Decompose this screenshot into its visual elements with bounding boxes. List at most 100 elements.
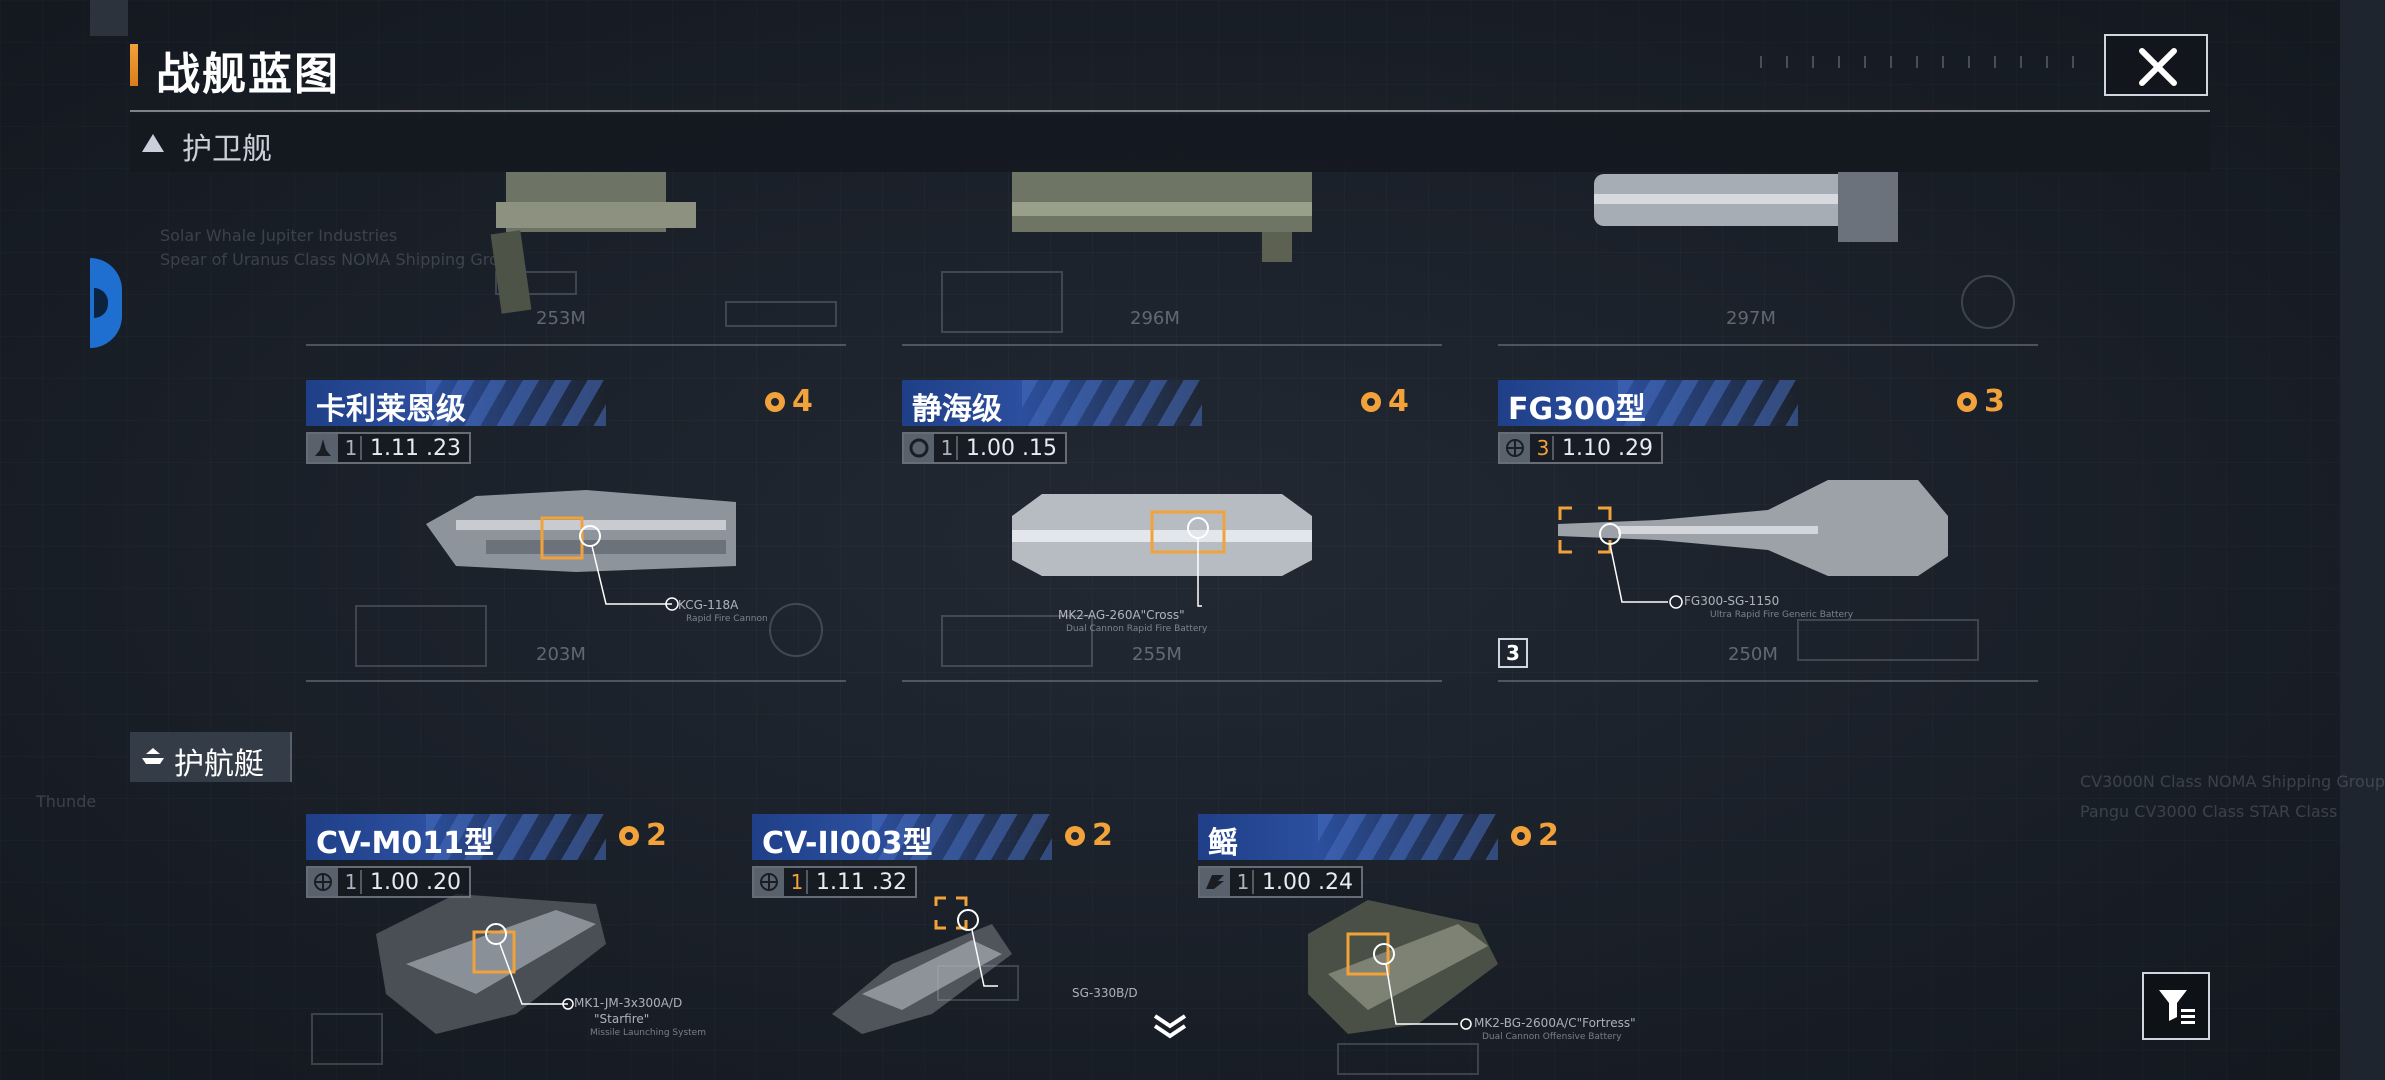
ship-length: 296M xyxy=(1130,308,1180,329)
ship-blueprint xyxy=(1498,480,2038,682)
ship-version: 1.00 .24 xyxy=(1262,869,1353,895)
weapon-description: Dual Cannon Rapid Fire Battery xyxy=(1066,624,1208,634)
ship-blueprint xyxy=(311,894,606,1065)
weapon-name: MK1-JM-3x300A/D xyxy=(574,996,683,1010)
close-button[interactable] xyxy=(2104,34,2208,96)
ship-length: 203M xyxy=(536,644,586,665)
ship-tier: 1 xyxy=(1234,870,1254,894)
ship-card[interactable]: FG300型 3 3 1.10 .29 FG300-SG-1150 Ultra … xyxy=(1498,380,2038,686)
cost-gear-icon xyxy=(1065,826,1085,846)
corner-block xyxy=(90,0,128,36)
ghost-caption: Thunde xyxy=(36,792,97,811)
ship-blueprint xyxy=(306,172,846,346)
ship-name: CV-II003型 xyxy=(762,826,933,861)
ship-tier: 1 xyxy=(342,436,362,460)
globe-icon xyxy=(754,868,784,896)
ship-length: 255M xyxy=(1132,644,1182,665)
ship-cost: 3 xyxy=(1954,384,2005,419)
section-label: 护卫舰 xyxy=(182,132,272,167)
faction-emblem-icon xyxy=(904,434,934,462)
ship-cost: 2 xyxy=(616,818,667,853)
section-header-corvette[interactable]: 护航艇 xyxy=(130,732,292,782)
weapon-description: Rapid Fire Cannon xyxy=(686,614,768,624)
ship-name: 卡利莱恩级 xyxy=(316,392,466,427)
title-accent-bar xyxy=(130,44,138,86)
cost-gear-icon xyxy=(765,392,785,412)
ship-stats: 3 1.10 .29 xyxy=(1498,432,1663,464)
ship-card[interactable]: 鳐 2 1 1.00 .24 MK2-BG-2600A/C"Fortress" … xyxy=(1198,814,1636,1080)
ship-name-bar xyxy=(752,814,1052,860)
header-divider xyxy=(130,110,2210,112)
ship-name-bar xyxy=(902,380,1202,426)
ship-cost: 2 xyxy=(1062,818,1113,853)
weapon-description: Dual Cannon Offensive Battery xyxy=(1482,1032,1622,1042)
ship-name: CV-M011型 xyxy=(316,826,494,861)
weapon-description: Missile Launching System xyxy=(590,1028,706,1038)
ship-version: 1.10 .29 xyxy=(1562,435,1653,461)
ship-stats: 1 1.00 .24 xyxy=(1198,866,1363,898)
fighter-icon xyxy=(308,434,338,462)
weapon-description: Ultra Rapid Fire Generic Battery xyxy=(1710,610,1854,620)
boat-icon xyxy=(142,748,164,764)
cost-gear-icon xyxy=(619,826,639,846)
ship-card[interactable]: 卡利莱恩级 4 1 1.11 .23 KCG-118A Rapid Fire C… xyxy=(306,380,846,686)
ship-blueprint xyxy=(1308,900,1498,1075)
ghost-caption: Pangu CV3000 Class STAR Class xyxy=(2080,802,2338,821)
weapon-name: MK2-BG-2600A/C"Fortress" xyxy=(1474,1016,1636,1030)
collapse-arrow-icon xyxy=(142,134,164,152)
ship-blueprint xyxy=(902,494,1442,682)
ship-tier: 1 xyxy=(788,870,808,894)
page-title: 战舰蓝图 xyxy=(156,49,340,100)
close-icon xyxy=(2139,48,2177,86)
ship-blueprint xyxy=(902,172,1442,346)
ship-name-bar xyxy=(306,380,606,426)
ship-tier: 3 xyxy=(1534,436,1554,460)
ship-card[interactable]: CV-M011型 2 1 1.00 .20 MK1-JM-3x300A/D "S… xyxy=(306,814,726,1080)
weapon-name: SG-330B/D xyxy=(1072,986,1138,1000)
globe-icon xyxy=(1500,434,1530,462)
ghost-caption: Solar Whale Jupiter Industries xyxy=(160,226,398,245)
cost-gear-icon xyxy=(1957,392,1977,412)
ship-length: 250M xyxy=(1728,644,1778,665)
ship-length: 297M xyxy=(1726,308,1776,329)
cost-gear-icon xyxy=(1511,826,1531,846)
ship-name-bar xyxy=(1498,380,1798,426)
ship-card[interactable]: 静海级 4 1 1.00 .15 MK2-AG-260A"Cross" Dual… xyxy=(902,380,1442,686)
ship-tier: 1 xyxy=(342,870,362,894)
weapon-name: MK2-AG-260A"Cross" xyxy=(1058,608,1185,622)
side-drawer-handle[interactable] xyxy=(90,258,122,348)
ship-stats: 1 1.11 .23 xyxy=(306,432,471,464)
ship-stats: 1 1.00 .20 xyxy=(306,866,471,898)
ship-name: 静海级 xyxy=(912,392,1002,427)
ship-version: 1.00 .15 xyxy=(966,435,1057,461)
ghost-caption: CV3000N Class NOMA Shipping Group xyxy=(2080,772,2385,791)
ship-blueprint xyxy=(1498,172,2038,346)
tier-badge: 3 xyxy=(1498,638,1528,668)
weapon-name: FG300-SG-1150 xyxy=(1684,594,1780,608)
ship-version: 1.11 .23 xyxy=(370,435,461,461)
section-label: 护航艇 xyxy=(174,747,264,782)
ship-version: 1.00 .20 xyxy=(370,869,461,895)
ship-version: 1.11 .32 xyxy=(816,869,907,895)
cost-gear-icon xyxy=(1361,392,1381,412)
globe-icon xyxy=(308,868,338,896)
scroll-down-chevron-icon[interactable] xyxy=(1152,1012,1188,1040)
header-tick-marks xyxy=(1760,56,2090,68)
ship-blueprint xyxy=(306,490,846,682)
filter-icon xyxy=(2159,990,2195,1024)
ship-name-bar xyxy=(1198,814,1498,860)
section-header-frigate[interactable]: 护卫舰 xyxy=(130,114,2210,172)
ship-stats: 1 1.00 .15 xyxy=(902,432,1067,464)
wing-emblem-icon xyxy=(1200,868,1230,896)
ship-name: FG300型 xyxy=(1508,392,1646,427)
filter-button[interactable] xyxy=(2142,972,2210,1040)
weapon-quote: "Starfire" xyxy=(594,1012,650,1026)
ghost-caption: Spear of Uranus Class NOMA Shipping Grou… xyxy=(160,250,520,269)
ship-tier: 1 xyxy=(938,436,958,460)
weapon-name: KCG-118A xyxy=(678,598,739,612)
ship-blueprint xyxy=(832,896,1019,1034)
ship-card[interactable]: CV-II003型 2 1 1.11 .32 SG-330B/D xyxy=(752,814,1172,1080)
ship-name-bar xyxy=(306,814,606,860)
ship-stats: 1 1.11 .32 xyxy=(752,866,917,898)
ship-cost: 4 xyxy=(1358,384,1409,419)
